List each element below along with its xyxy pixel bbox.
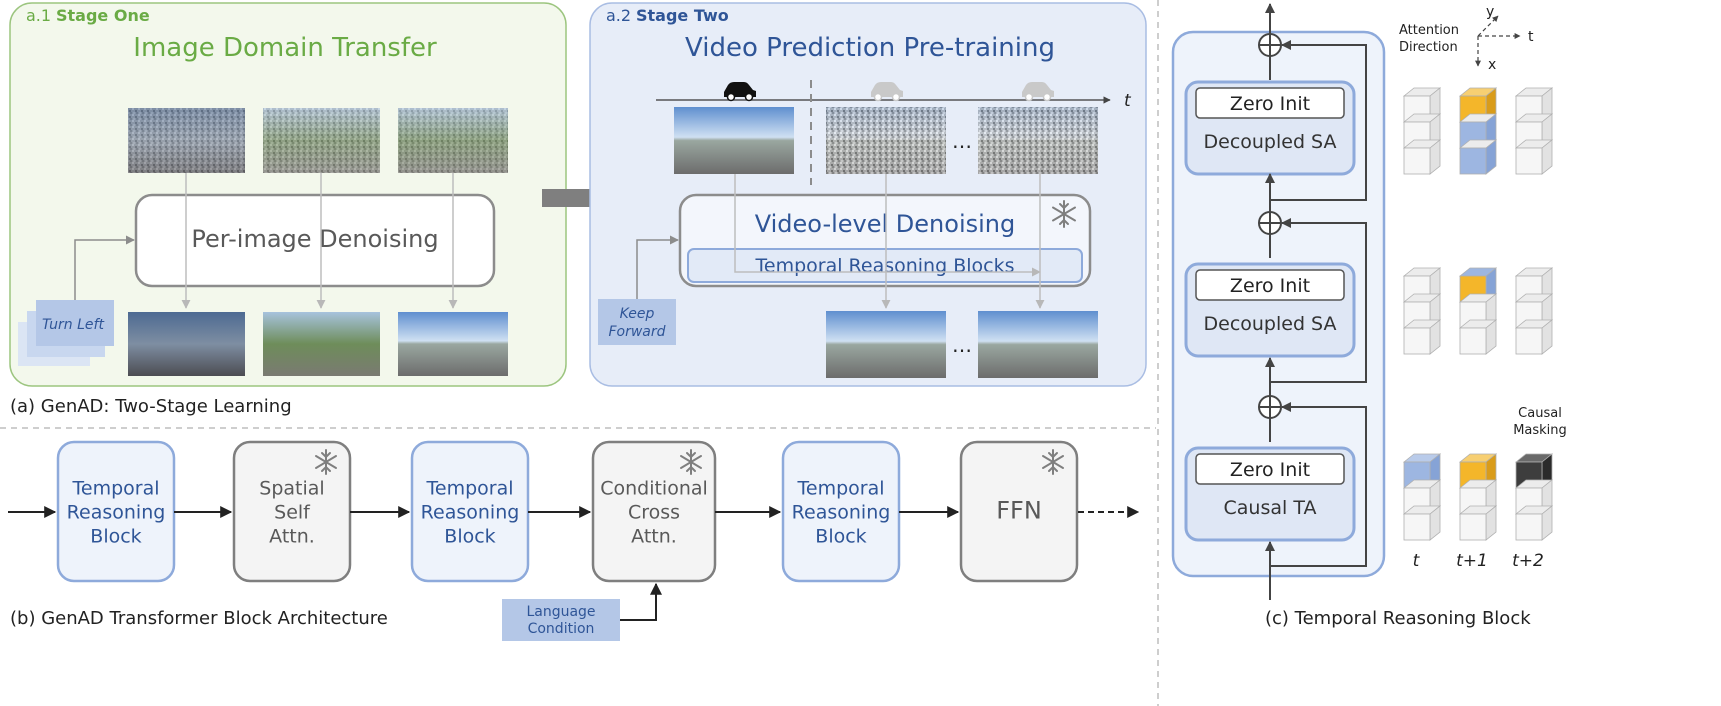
caption-c: (c) Temporal Reasoning Block [1265, 608, 1531, 629]
video-level-denoising-label: Video-level Denoising [755, 210, 1015, 238]
transformer-block-label: Reasoning [67, 502, 166, 524]
frame-cube [1458, 267, 1498, 355]
frame-cube [1458, 453, 1498, 541]
snowflake-icon [1052, 200, 1076, 228]
frame-cube [1402, 87, 1442, 175]
transformer-block-6: FFN [959, 440, 1079, 583]
stage-two-tag: a.2 [606, 6, 631, 25]
snowflake-icon [1042, 449, 1064, 475]
transformer-block-row: TemporalReasoningBlockSpatialSelfAttn.Te… [8, 440, 1140, 583]
keep-forward-condition [598, 299, 676, 345]
transformer-block-label: Block [444, 526, 495, 548]
transformer-block-label: Block [815, 526, 866, 548]
stage-one-title: Image Domain Transfer [133, 33, 437, 63]
noisy-input-images [128, 108, 508, 173]
caption-a: (a) GenAD: Two-Stage Learning [10, 396, 292, 417]
frame-label-t1: t+1 [1456, 551, 1488, 571]
stage-two-panel: a.2 Stage Two Video Prediction Pre-train… [589, 2, 1147, 387]
frame-cube [1458, 87, 1498, 175]
zero-init-label: Zero Init [1230, 93, 1310, 115]
frame-cube [1514, 453, 1554, 541]
axis-t-label: t [1528, 29, 1534, 45]
transformer-block-label: Attn. [631, 526, 677, 548]
per-image-denoising-box [134, 193, 496, 288]
input-video-frames [674, 107, 1098, 174]
add-icon [1258, 33, 1282, 57]
cube-group-2 [1402, 267, 1554, 355]
frame-cube [1514, 267, 1554, 355]
transformer-block-label: Conditional [600, 478, 708, 500]
transformer-block-label: Reasoning [792, 502, 891, 524]
attention-direction-line2: Direction [1399, 40, 1458, 55]
language-condition: Language Condition [502, 582, 662, 641]
predicted-video-frames [826, 311, 1098, 378]
module-name-label: Causal TA [1224, 497, 1317, 519]
transformer-block-label: Temporal [797, 478, 885, 500]
transformer-block-label: Reasoning [421, 502, 520, 524]
causal-masking-line2: Masking [1513, 423, 1567, 438]
turn-left-condition: Turn Left [18, 300, 114, 366]
transformer-block-label: Temporal [426, 478, 514, 500]
stage-one-tag-title: Stage One [56, 6, 150, 25]
frame-cube [1402, 453, 1442, 541]
axis-y-label: y [1486, 4, 1494, 20]
attention-cube-grid [1402, 87, 1554, 541]
clean-output-images [128, 312, 508, 376]
temporal-reasoning-blocks-label: Temporal Reasoning Blocks [755, 255, 1015, 277]
add-icon [1258, 395, 1282, 419]
turn-left-label: Turn Left [42, 317, 104, 333]
car-icon [724, 82, 756, 102]
cube-group-1 [1402, 87, 1554, 175]
caption-b: (b) GenAD Transformer Block Architecture [10, 608, 388, 629]
frame-ellipsis: … [952, 333, 972, 357]
transformer-block-label: Cross [628, 502, 680, 524]
axis-x-label: x [1488, 57, 1496, 73]
snowflake-icon [680, 449, 702, 475]
causal-masking-line1: Causal [1518, 406, 1562, 421]
stage-one-panel: a.1 Stage One Image Domain Transfer Per-… [9, 2, 567, 387]
frame-label-t: t [1413, 551, 1421, 571]
frame-cube [1514, 87, 1554, 175]
car-icon [871, 82, 903, 102]
keep-forward-line2: Forward [608, 324, 665, 340]
stage-two-title: Video Prediction Pre-training [685, 33, 1055, 63]
attention-direction-line1: Attention [1399, 23, 1459, 38]
cube-group-3 [1402, 453, 1554, 541]
time-axis-label: t [1124, 91, 1132, 111]
per-image-denoising-label: Per-image Denoising [191, 225, 438, 253]
transformer-block-label: FFN [996, 497, 1042, 525]
transformer-block-label: Block [90, 526, 141, 548]
language-condition-line1: Language [526, 604, 595, 620]
snowflake-icon [315, 449, 337, 475]
transformer-block-label: Attn. [269, 526, 315, 548]
add-icon [1258, 211, 1282, 235]
car-icon [1022, 82, 1054, 102]
transformer-block-label: Spatial [259, 478, 324, 500]
axes-icon [1475, 15, 1521, 67]
stage-one-tag: a.1 [26, 6, 51, 25]
stage-two-tag-title: Stage Two [636, 6, 729, 25]
module-name-label: Decoupled SA [1204, 313, 1337, 335]
temporal-reasoning-blocks-box [687, 248, 1083, 283]
transformer-block-label: Self [274, 502, 311, 524]
zero-init-label: Zero Init [1230, 459, 1310, 481]
transformer-block-label: Temporal [72, 478, 160, 500]
language-condition-line2: Condition [528, 621, 595, 637]
zero-init-label: Zero Init [1230, 275, 1310, 297]
keep-forward-line1: Keep [620, 306, 655, 322]
frame-cube [1402, 267, 1442, 355]
frame-ellipsis: … [952, 129, 972, 153]
module-name-label: Decoupled SA [1204, 131, 1337, 153]
frame-label-t2: t+2 [1512, 551, 1544, 571]
